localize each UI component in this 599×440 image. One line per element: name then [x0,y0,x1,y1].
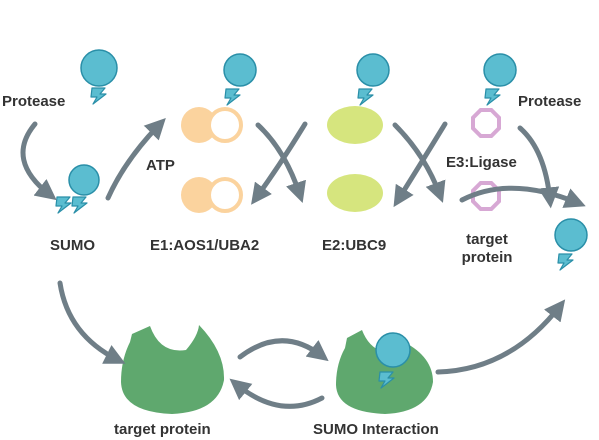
sumo-on-target [375,332,411,389]
pathway-arrows [20,117,586,409]
arrow-protease-right-cleave [517,125,560,209]
arrow-e1-e2-reverse [251,121,308,205]
sumo-on-e1 [223,53,257,106]
sumo-released [554,218,588,271]
target-protein-label-bottom: target protein [114,421,211,438]
arrow-interaction-to-target [229,378,325,409]
arrow-sumo-to-target [57,280,126,364]
sumo-precursor [80,49,118,105]
sumo-on-e2 [356,53,390,106]
atp-label: ATP [146,157,175,174]
arrow-interaction-to-sumo [435,299,566,375]
protease-label-left: Protease [2,93,66,110]
e3-ligase-label: E3:Ligase [446,154,517,171]
e3-ligase-top [471,108,501,138]
arrow-target-to-release [459,185,586,208]
sumo-interaction-label: SUMO Interaction [313,421,439,438]
e1-enzyme-bottom [181,177,243,213]
e2-label: E2:UBC9 [322,237,387,254]
e1-label: E1:AOS1/UBA2 [150,237,260,254]
e2-enzyme-bottom [327,174,383,212]
arrow-e2-e3-reverse [393,121,448,208]
arrow-e1-e2-forward [255,122,306,203]
protease-label-right: Protease [518,93,582,110]
target-protein-label-right: target protein [461,231,513,266]
sumo-on-e3 [483,53,517,106]
e1-enzyme-top [181,107,243,143]
arrow-target-to-interaction [237,338,329,362]
sumo-mature [55,164,100,214]
arrow-sumo-to-e1 [105,117,166,201]
sumo-label: SUMO [50,237,95,254]
arrow-e2-e3-forward [392,122,446,203]
e2-enzyme-top [327,106,383,144]
arrow-protease-to-sumo [20,121,57,201]
target-protein-shape [121,325,225,414]
